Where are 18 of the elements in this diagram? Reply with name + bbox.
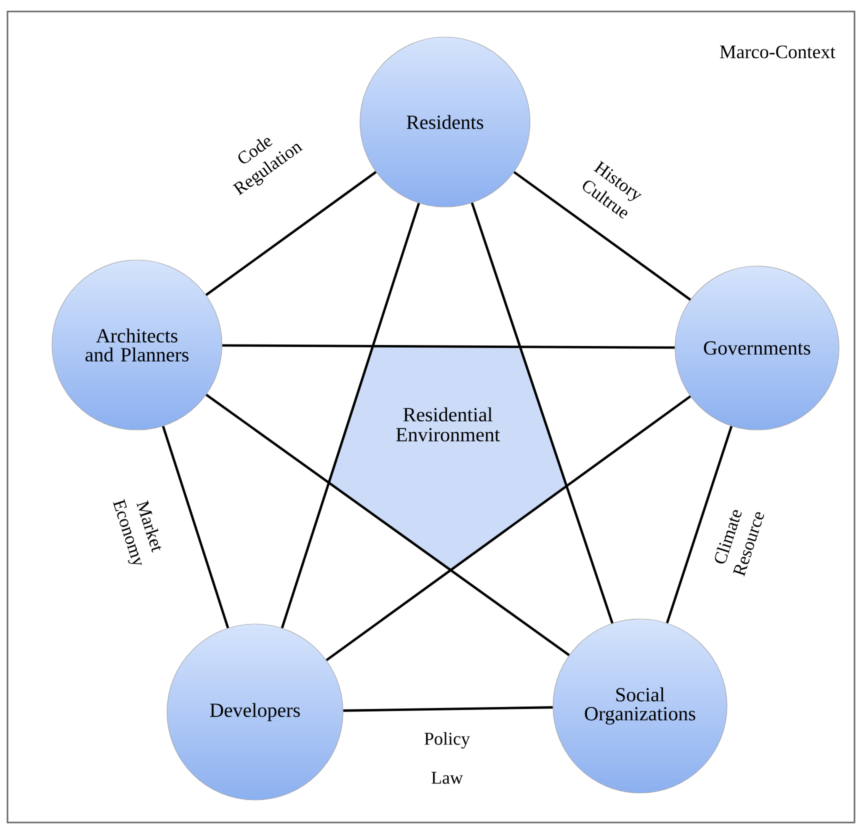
edge-label: Policy Law <box>424 732 470 784</box>
connector-line <box>326 395 692 662</box>
edge-label: Market Economy <box>112 498 162 566</box>
pentagon-area: Residential Environment <box>328 346 567 570</box>
connector-line <box>470 202 614 624</box>
connector-line <box>206 394 570 656</box>
circle-node: Architects and Planners <box>52 260 222 430</box>
connector-line <box>513 171 692 301</box>
connector-line <box>343 706 553 712</box>
connector-line <box>162 426 230 628</box>
connector-line <box>222 344 675 349</box>
connector-line <box>205 171 377 296</box>
circle-node: Social Organizations <box>552 618 728 794</box>
circle-node: Developers <box>166 624 344 800</box>
connector-line <box>666 426 733 624</box>
circle-node: Governments <box>674 266 840 430</box>
circle-node: Residents <box>360 36 530 208</box>
connector-line <box>280 202 420 628</box>
